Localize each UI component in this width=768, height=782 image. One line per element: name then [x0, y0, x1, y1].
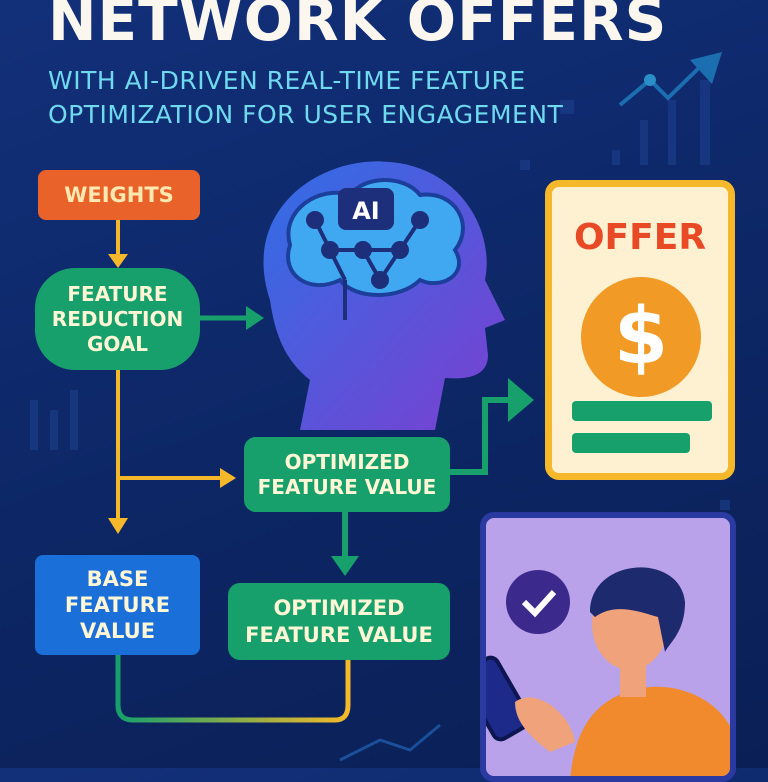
optimized-top-line-1: OPTIMIZED	[284, 449, 410, 474]
optimized-bottom-line-2: FEATURE VALUE	[245, 622, 433, 647]
page-title: NETWORK OFFERS	[48, 0, 668, 54]
base-line-2: FEATURE	[64, 592, 171, 617]
person-body	[570, 686, 730, 776]
dollar-symbol: $	[613, 292, 669, 382]
offer-bar-2	[572, 433, 690, 453]
subtitle-line-2: OPTIMIZATION FOR USER ENGAGEMENT	[48, 100, 564, 129]
base-feature-value-box: BASE FEATURE VALUE	[35, 555, 200, 655]
phone-icon	[486, 655, 532, 742]
base-line-3: VALUE	[79, 619, 156, 644]
optimized-top-line-2: FEATURE VALUE	[257, 474, 437, 499]
subtitle-line-1: WITH AI-DRIVEN REAL-TIME FEATURE	[48, 66, 526, 95]
ai-head-illustration	[263, 161, 505, 430]
optimized-bottom-line-1: OPTIMIZED	[273, 596, 405, 621]
base-line-1: BASE	[86, 566, 149, 591]
goal-line-2: REDUCTION	[51, 306, 184, 331]
offer-title: OFFER	[573, 217, 707, 258]
person-hair	[590, 567, 685, 652]
offer-bar-1	[572, 401, 712, 421]
goal-line-3: GOAL	[86, 331, 149, 356]
user-engagement-card	[480, 512, 736, 782]
offer-card[interactable]: OFFER $	[545, 180, 735, 480]
connector-base-to-optimized	[115, 655, 351, 723]
weights-box: WEIGHTS	[38, 170, 200, 220]
weights-label: WEIGHTS	[64, 182, 174, 207]
goal-line-1: FEATURE	[67, 281, 168, 306]
arrow-optimized-to-offer	[450, 397, 512, 475]
check-circle-icon	[506, 570, 570, 634]
optimized-feature-value-box-top: OPTIMIZED FEATURE VALUE	[244, 437, 450, 512]
feature-reduction-goal-box: FEATURE REDUCTION GOAL	[35, 268, 200, 370]
dollar-coin-icon: $	[581, 277, 701, 397]
person-hand	[515, 697, 575, 752]
ai-label: AI	[352, 197, 380, 225]
ai-chip	[338, 188, 394, 230]
check-mark	[521, 589, 557, 618]
neural-network-icon	[306, 211, 429, 320]
optimized-feature-value-box-bottom: OPTIMIZED FEATURE VALUE	[228, 583, 450, 660]
